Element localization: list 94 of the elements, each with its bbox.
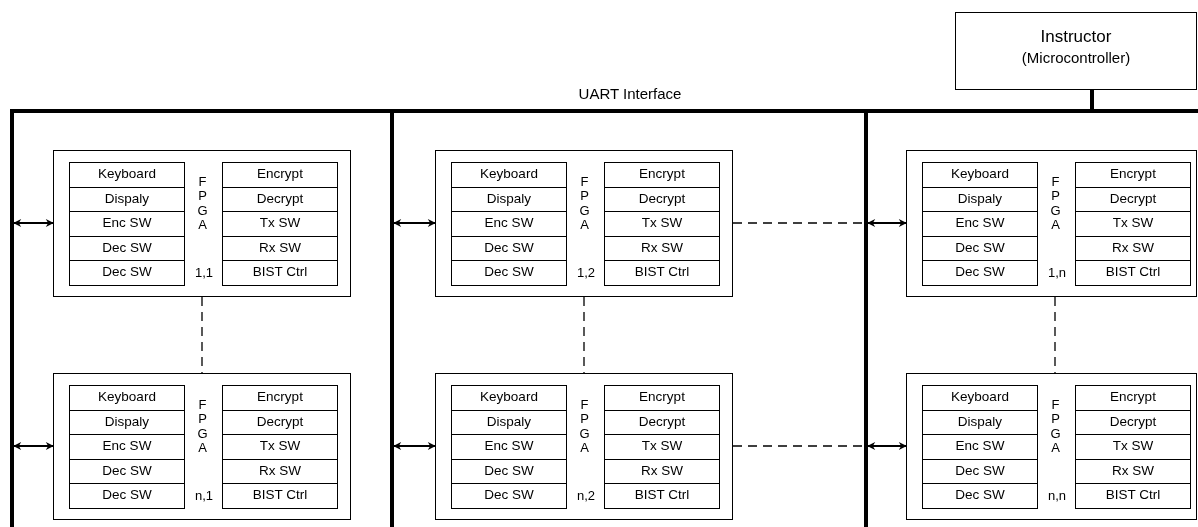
module-cell: Decrypt: [604, 409, 720, 436]
board-index: 1,2: [575, 265, 597, 280]
chip-label: FPGA: [196, 398, 209, 456]
module-cell: Tx SW: [604, 211, 720, 237]
box-title: Instructor: [1039, 27, 1113, 47]
module-cell: Enc SW: [922, 211, 1038, 237]
module-cell: Encrypt: [604, 385, 720, 411]
controller-box: [955, 12, 1197, 90]
module-cell: Dec SW: [69, 458, 185, 485]
module-cell: Enc SW: [69, 211, 185, 237]
box-subtitle: (Microcontroller): [1020, 49, 1132, 66]
fpga-board: [906, 150, 1197, 297]
board-index: 1,1: [193, 265, 215, 280]
module-cell: Rx SW: [1075, 458, 1191, 485]
module-cell: Dispaly: [451, 186, 567, 213]
module-cell: Keyboard: [69, 385, 185, 411]
module-cell: Dec SW: [922, 235, 1038, 262]
module-cell: Keyboard: [451, 162, 567, 188]
module-cell: Dec SW: [451, 260, 567, 286]
bus-line: [10, 113, 14, 527]
module-cell: Dec SW: [69, 260, 185, 286]
bus-line: [864, 113, 868, 527]
module-cell: BIST Ctrl: [1075, 483, 1191, 509]
module-cell: Enc SW: [69, 434, 185, 460]
module-cell: Encrypt: [222, 162, 338, 188]
module-cell: Dispaly: [451, 409, 567, 436]
fpga-board: [906, 373, 1197, 520]
bus-line: [1090, 90, 1094, 109]
bus-line: [390, 113, 394, 527]
module-cell: Keyboard: [922, 385, 1038, 411]
module-cell: BIST Ctrl: [604, 483, 720, 509]
module-cell: Encrypt: [1075, 162, 1191, 188]
chip-label: FPGA: [1049, 175, 1062, 233]
module-cell: Dec SW: [69, 483, 185, 509]
board-index: 1,n: [1046, 265, 1068, 280]
module-cell: Dec SW: [922, 260, 1038, 286]
module-cell: BIST Ctrl: [1075, 260, 1191, 286]
board-index: n,1: [193, 488, 215, 503]
module-cell: Keyboard: [451, 385, 567, 411]
chip-label: FPGA: [1049, 398, 1062, 456]
module-cell: Enc SW: [922, 434, 1038, 460]
module-cell: Rx SW: [604, 235, 720, 262]
module-cell: Dispaly: [922, 186, 1038, 213]
module-cell: Tx SW: [222, 211, 338, 237]
fpga-board: [435, 373, 733, 520]
bidirectional-arrow: [13, 219, 54, 227]
chip-label: FPGA: [578, 398, 591, 456]
module-cell: Encrypt: [222, 385, 338, 411]
module-cell: Rx SW: [222, 458, 338, 485]
module-cell: Dec SW: [451, 458, 567, 485]
module-cell: Dec SW: [69, 235, 185, 262]
module-cell: BIST Ctrl: [222, 260, 338, 286]
fpga-board: [435, 150, 733, 297]
module-cell: Tx SW: [1075, 434, 1191, 460]
module-cell: Rx SW: [222, 235, 338, 262]
bidirectional-arrow: [867, 219, 907, 227]
module-cell: Tx SW: [604, 434, 720, 460]
dashed-connector: [732, 222, 865, 224]
module-cell: Decrypt: [222, 409, 338, 436]
module-cell: Keyboard: [69, 162, 185, 188]
dashed-connector: [732, 445, 865, 447]
module-cell: Rx SW: [1075, 235, 1191, 262]
bidirectional-arrow: [867, 442, 907, 450]
module-cell: Dispaly: [69, 409, 185, 436]
module-cell: Rx SW: [604, 458, 720, 485]
module-cell: Dec SW: [451, 235, 567, 262]
board-index: n,n: [1046, 488, 1068, 503]
module-cell: Decrypt: [1075, 409, 1191, 436]
board-index: n,2: [575, 488, 597, 503]
module-cell: BIST Ctrl: [222, 483, 338, 509]
module-cell: BIST Ctrl: [604, 260, 720, 286]
module-cell: Encrypt: [1075, 385, 1191, 411]
bidirectional-arrow: [393, 219, 436, 227]
module-cell: Dispaly: [69, 186, 185, 213]
module-cell: Dec SW: [922, 458, 1038, 485]
module-cell: Tx SW: [1075, 211, 1191, 237]
module-cell: Dispaly: [922, 409, 1038, 436]
bidirectional-arrow: [393, 442, 436, 450]
module-cell: Tx SW: [222, 434, 338, 460]
module-cell: Encrypt: [604, 162, 720, 188]
module-cell: Dec SW: [451, 483, 567, 509]
bidirectional-arrow: [13, 442, 54, 450]
module-cell: Decrypt: [222, 186, 338, 213]
fpga-board: [53, 373, 351, 520]
module-cell: Dec SW: [922, 483, 1038, 509]
module-cell: Keyboard: [922, 162, 1038, 188]
fpga-board: [53, 150, 351, 297]
module-cell: Enc SW: [451, 211, 567, 237]
chip-label: FPGA: [196, 175, 209, 233]
chip-label: FPGA: [578, 175, 591, 233]
module-cell: Enc SW: [451, 434, 567, 460]
module-cell: Decrypt: [1075, 186, 1191, 213]
bus-label: UART Interface: [577, 85, 683, 102]
module-cell: Decrypt: [604, 186, 720, 213]
